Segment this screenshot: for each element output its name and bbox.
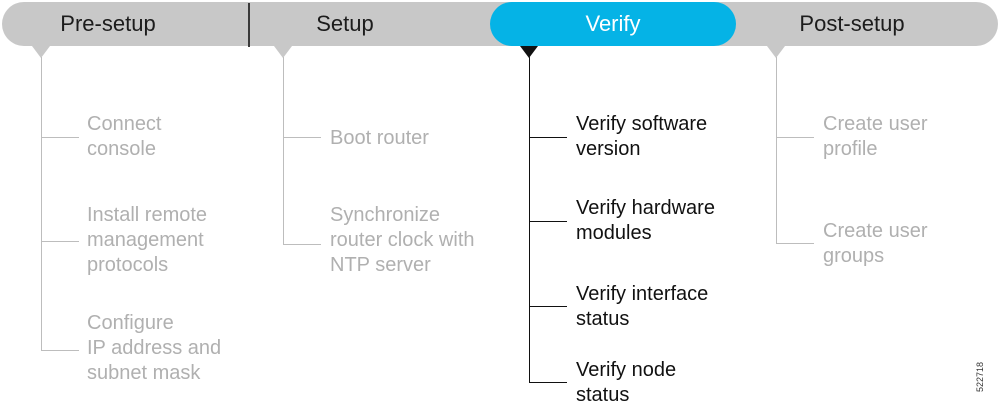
- stage-label-pre-setup: Pre-setup: [60, 11, 156, 36]
- step-synchronize-clock: Synchronize router clock with NTP server: [330, 204, 475, 276]
- timeline-verify: [529, 57, 530, 382]
- active-stage-highlight: [490, 2, 736, 46]
- connector-verify-2: [529, 221, 567, 222]
- step-create-user-groups: Create user groups: [823, 220, 928, 267]
- connector-setup-2: [283, 244, 321, 245]
- step-create-user-profile: Create user profile: [823, 113, 928, 160]
- timeline-setup: [283, 57, 284, 245]
- caret-verify: [520, 46, 538, 58]
- connector-verify-1: [529, 137, 567, 138]
- connector-pre-setup-2: [41, 241, 79, 242]
- step-verify-interface-status: Verify interface status: [576, 283, 709, 330]
- step-verify-hardware-modules: Verify hardware modules: [576, 197, 715, 244]
- step-install-remote-management: Install remote management protocols: [87, 204, 208, 276]
- stage-label-post-setup: Post-setup: [799, 11, 905, 36]
- caret-pre-setup: [32, 46, 50, 58]
- connector-post-setup-2: [776, 243, 814, 244]
- step-verify-node-status: Verify node status: [576, 359, 677, 406]
- timeline-post-setup: [776, 57, 777, 244]
- connector-setup-1: [283, 137, 321, 138]
- connector-verify-3: [529, 306, 567, 307]
- connector-verify-4: [529, 382, 567, 383]
- connector-pre-setup-3: [41, 350, 79, 351]
- step-boot-router: Boot router: [330, 127, 429, 149]
- stage-divider: [248, 3, 250, 47]
- connector-pre-setup-1: [41, 137, 79, 138]
- step-verify-software-version: Verify software version: [576, 113, 708, 160]
- figure-id: 522718: [975, 361, 985, 392]
- step-connect-console: Connect console: [87, 113, 162, 160]
- timeline-pre-setup: [41, 57, 42, 351]
- caret-setup: [274, 46, 292, 58]
- stage-label-setup: Setup: [316, 11, 374, 36]
- stage-label-verify: Verify: [585, 11, 641, 36]
- caret-post-setup: [767, 46, 785, 58]
- connector-post-setup-1: [776, 137, 814, 138]
- step-configure-ip-address: Configure IP address and subnet mask: [87, 312, 222, 384]
